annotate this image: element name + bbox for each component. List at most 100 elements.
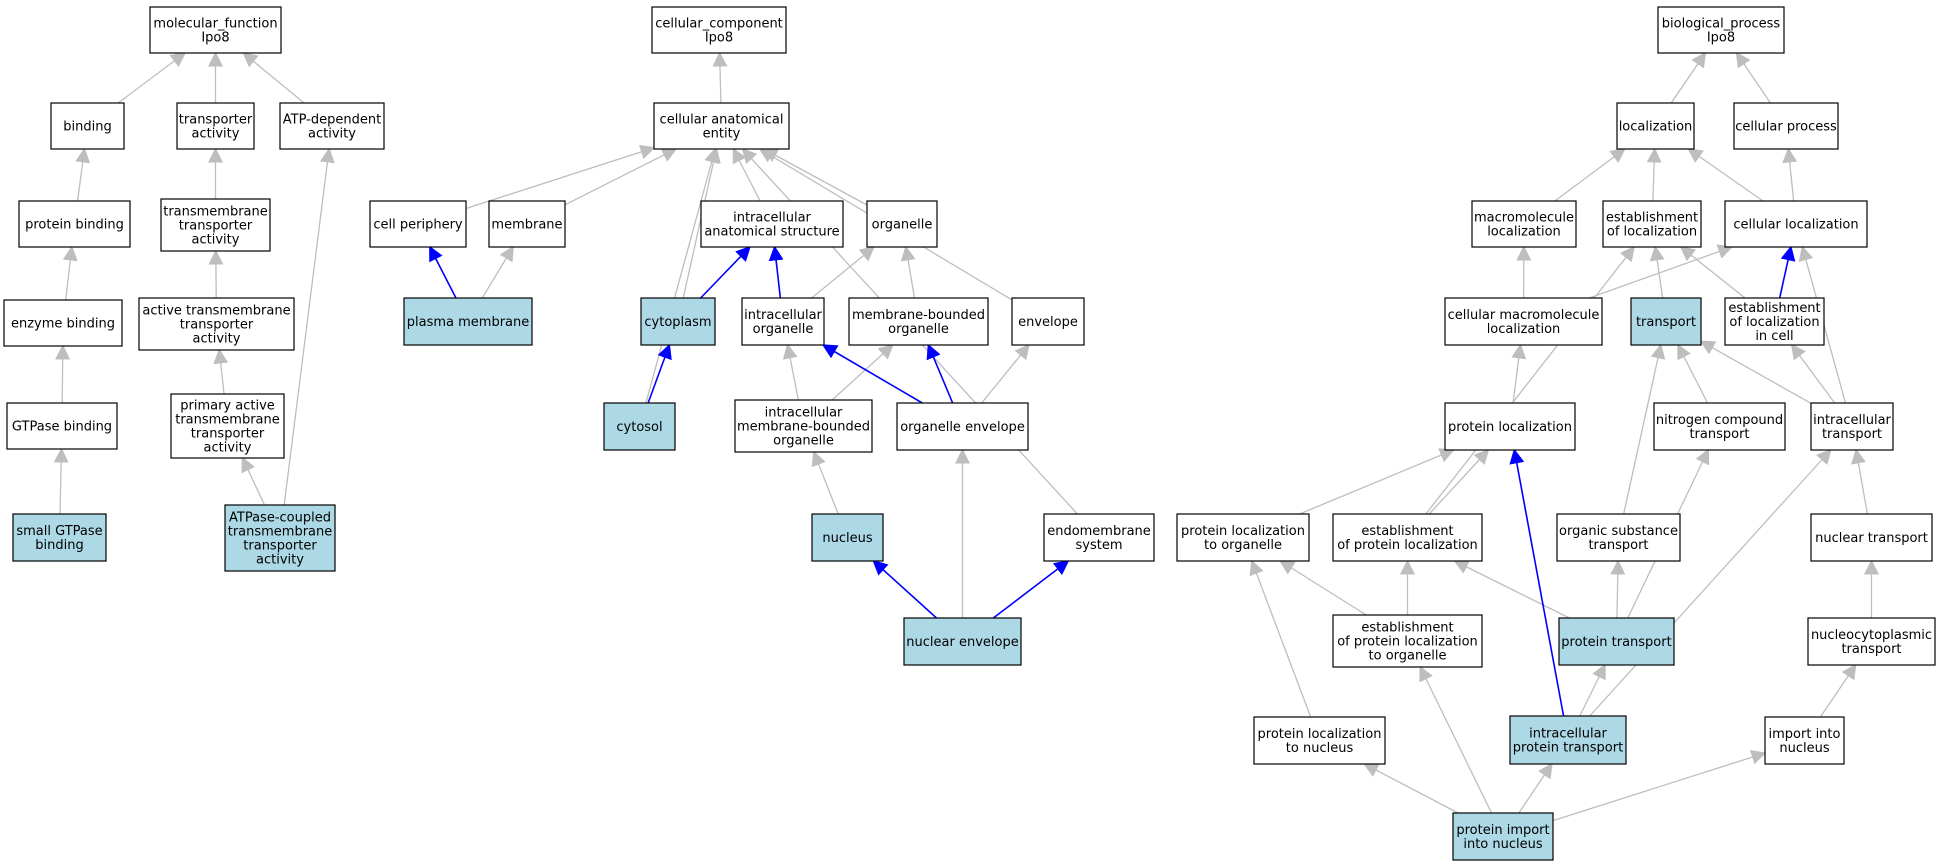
- term-box: [651, 6, 787, 54]
- edge-intracellular_mbo-to-membrane_bounded: [831, 343, 894, 401]
- term-label-line: small GTPase: [16, 524, 102, 539]
- edge-cell_macro_loc-to-cell_loc: [1588, 244, 1734, 299]
- term-node-nuclear-envelope[interactable]: nuclear envelope: [903, 617, 1022, 666]
- term-node-cell-periphery[interactable]: cell periphery: [369, 200, 467, 248]
- edge-protein_loc_organelle-to-protein_loc: [1299, 448, 1455, 515]
- term-node-organelle-envelope[interactable]: organelle envelope: [896, 402, 1029, 451]
- edge-est_loc_cell-to-est_loc: [1679, 246, 1746, 299]
- term-node-localization[interactable]: localization: [1616, 102, 1695, 150]
- term-node-protein-transport[interactable]: protein transport: [1558, 617, 1675, 666]
- term-label-line: anatomical structure: [704, 225, 839, 240]
- term-box: [1602, 200, 1702, 248]
- term-label-line: protein import: [1456, 823, 1549, 838]
- term-node-cytosol[interactable]: cytosol: [603, 402, 676, 451]
- term-node-cytoplasm[interactable]: cytoplasm: [640, 297, 716, 346]
- term-node-nucleus[interactable]: nucleus: [811, 513, 884, 562]
- edge-intracellular_organelle-to-intracellular_as: [768, 245, 784, 299]
- term-node-organelle[interactable]: organelle: [866, 200, 938, 248]
- term-label-line: plasma membrane: [407, 315, 530, 330]
- edge-nuclear_envelope-to-nucleus: [872, 559, 938, 619]
- term-node-plasma-membrane[interactable]: plasma membrane: [403, 297, 533, 346]
- term-label-line: intracellular: [744, 308, 822, 323]
- edge-est_loc_cell-to-cell_loc: [1778, 245, 1796, 299]
- term-node-primary-active[interactable]: primary activetransmembranetransporterac…: [170, 393, 285, 459]
- term-node-membrane[interactable]: membrane: [488, 200, 566, 248]
- term-label-line: localization: [1487, 322, 1561, 337]
- term-box: [1452, 812, 1554, 861]
- term-label-line: active transmembrane: [142, 304, 290, 319]
- term-label-line: membrane: [491, 218, 562, 233]
- term-node-envelope[interactable]: envelope: [1011, 297, 1085, 346]
- edge-protein_transport-to-organic_transport: [1610, 559, 1626, 619]
- term-node-atpase-coupled[interactable]: ATPase-coupledtransmembranetransporterac…: [224, 504, 336, 572]
- term-node-protein-binding[interactable]: protein binding: [18, 200, 131, 248]
- term-label-line: cellular anatomical: [660, 113, 784, 128]
- term-box: [866, 200, 938, 248]
- term-label-line: intracellular: [1529, 727, 1607, 742]
- term-box: [1630, 297, 1702, 346]
- edge-small_gtpase-to-gtpase_binding: [53, 447, 69, 515]
- term-label-line: membrane-bounded: [737, 420, 870, 435]
- term-box: [848, 297, 989, 346]
- term-box: [279, 102, 385, 150]
- term-label-line: cellular_component: [655, 17, 783, 32]
- term-label-line: Ipo8: [201, 31, 229, 46]
- term-box: [700, 200, 844, 248]
- edge-membrane-to-cae: [564, 148, 678, 206]
- term-node-cellular-process[interactable]: cellular process: [1733, 102, 1839, 150]
- term-box: [1509, 715, 1627, 765]
- term-label-line: into nucleus: [1463, 837, 1543, 852]
- term-node-enzyme-binding[interactable]: enzyme binding: [3, 299, 123, 347]
- term-label-line: biological_process: [1662, 17, 1781, 32]
- edge-nucleus-to-intracellular_mbo: [811, 450, 839, 515]
- term-node-protein-loc[interactable]: protein localization: [1444, 402, 1576, 451]
- term-label-line: transmembrane: [163, 205, 268, 220]
- term-node-transport[interactable]: transport: [1630, 297, 1702, 346]
- term-box: [1444, 297, 1603, 346]
- term-node-nuclear-transport[interactable]: nuclear transport: [1810, 513, 1933, 562]
- edge-cytosol-to-cytoplasm: [647, 343, 672, 404]
- term-node-cell-loc[interactable]: cellular localization: [1724, 200, 1868, 248]
- edge-intracellular_pt-to-intracellular_transport: [1589, 448, 1832, 717]
- term-label-line: intracellular: [1813, 413, 1891, 428]
- term-box: [12, 513, 107, 562]
- term-label-line: cytosol: [616, 420, 662, 435]
- term-label-line: of localization: [1607, 225, 1697, 240]
- term-label-line: envelope: [1018, 315, 1078, 330]
- term-label-line: entity: [703, 127, 741, 142]
- term-node-binding[interactable]: binding: [50, 102, 125, 150]
- term-label-line: nuclear envelope: [906, 635, 1018, 650]
- term-box: [1764, 716, 1845, 765]
- term-node-gtpase-binding[interactable]: GTPase binding: [6, 402, 118, 450]
- term-label-line: membrane-bounded: [852, 308, 985, 323]
